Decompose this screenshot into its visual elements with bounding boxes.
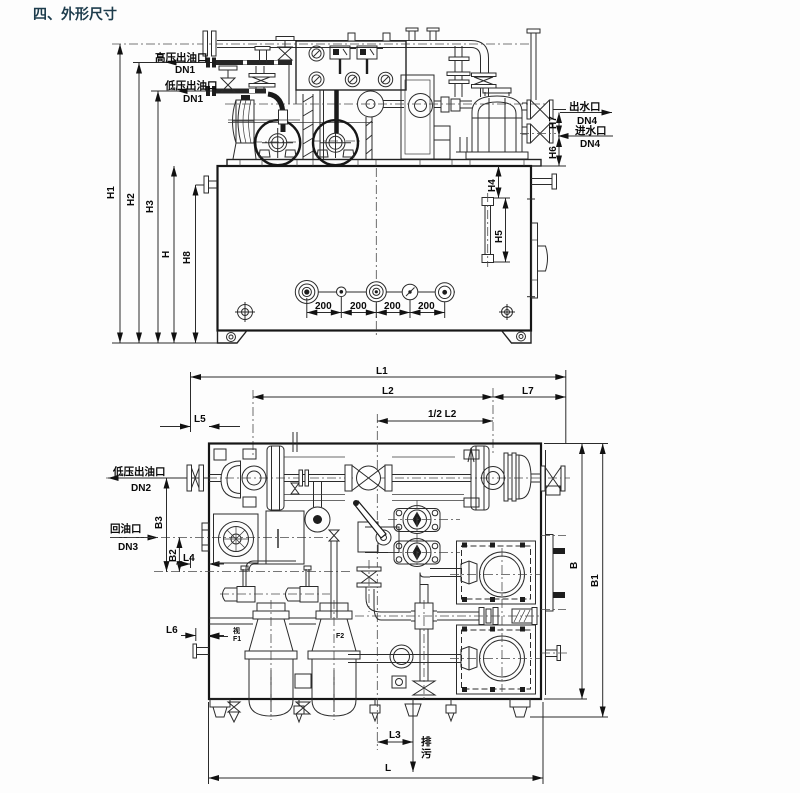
svg-text:L7: L7 xyxy=(522,386,534,397)
svg-text:排: 排 xyxy=(421,735,432,748)
svg-text:DN1: DN1 xyxy=(183,94,203,105)
svg-text:L6: L6 xyxy=(166,625,178,636)
svg-text:四、外形尺寸: 四、外形尺寸 xyxy=(33,6,117,22)
svg-text:L: L xyxy=(385,763,391,774)
svg-text:低压出油口: 低压出油口 xyxy=(164,79,218,92)
svg-text:L2: L2 xyxy=(382,386,394,397)
svg-text:L5: L5 xyxy=(194,414,206,425)
svg-text:回油口: 回油口 xyxy=(110,522,142,535)
svg-text:H1: H1 xyxy=(106,186,117,199)
svg-text:200: 200 xyxy=(418,301,435,312)
svg-text:B1: B1 xyxy=(590,574,601,587)
svg-text:进水口: 进水口 xyxy=(575,124,607,137)
svg-text:出水口: 出水口 xyxy=(569,100,601,113)
svg-text:H7: H7 xyxy=(548,116,559,129)
svg-text:DN1: DN1 xyxy=(175,65,195,76)
svg-text:低压出油口: 低压出油口 xyxy=(112,465,166,478)
svg-text:L4: L4 xyxy=(183,553,195,564)
svg-text:H2: H2 xyxy=(126,193,137,206)
svg-text:视: 视 xyxy=(233,626,240,635)
svg-text:L3: L3 xyxy=(389,730,401,741)
svg-text:H: H xyxy=(161,251,172,258)
svg-text:200: 200 xyxy=(350,301,367,312)
svg-text:DN2: DN2 xyxy=(131,483,151,494)
svg-text:F2: F2 xyxy=(336,633,344,640)
svg-text:H4: H4 xyxy=(487,179,498,192)
svg-text:L1: L1 xyxy=(376,366,388,377)
svg-text:B: B xyxy=(569,562,580,569)
svg-text:200: 200 xyxy=(384,301,401,312)
svg-text:B3: B3 xyxy=(154,516,165,529)
svg-text:200: 200 xyxy=(315,301,332,312)
svg-text:污: 污 xyxy=(421,747,432,760)
svg-text:H6: H6 xyxy=(548,146,559,159)
svg-text:DN4: DN4 xyxy=(577,116,597,127)
svg-text:DN3: DN3 xyxy=(118,542,138,553)
svg-text:DN4: DN4 xyxy=(580,139,600,150)
svg-text:1/2 L2: 1/2 L2 xyxy=(428,409,457,420)
svg-text:B2: B2 xyxy=(168,549,179,562)
svg-text:H5: H5 xyxy=(494,230,505,243)
svg-text:高压出油口: 高压出油口 xyxy=(155,51,208,64)
svg-text:F1: F1 xyxy=(233,636,241,643)
svg-text:H3: H3 xyxy=(145,200,156,213)
svg-text:H8: H8 xyxy=(182,251,193,264)
